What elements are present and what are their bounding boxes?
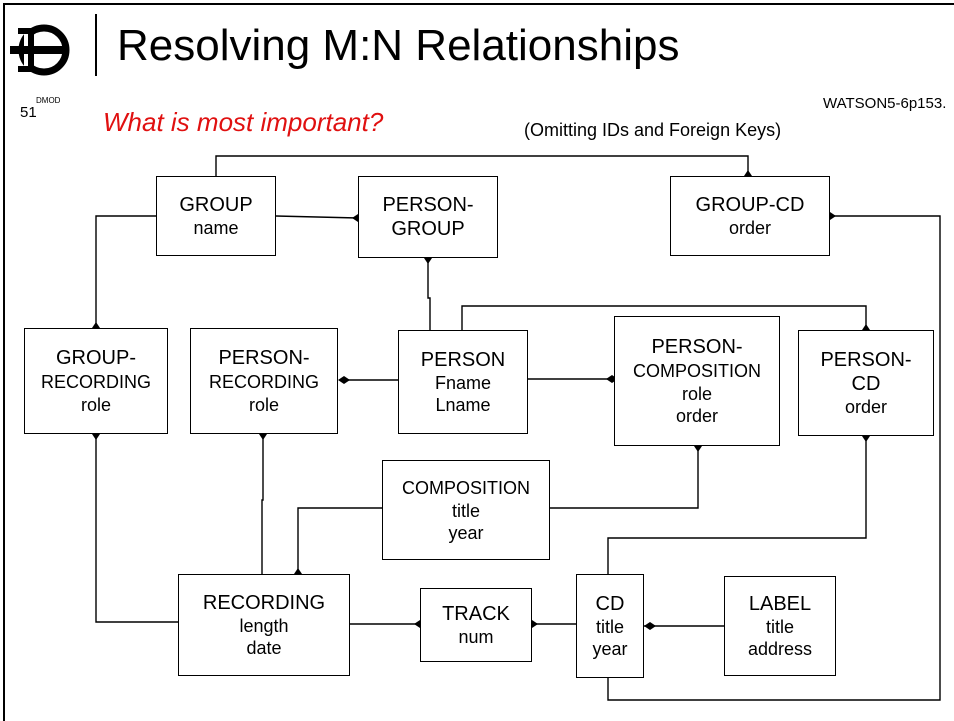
entity-recording-name: RECORDING [202,592,326,614]
entity-person-group-name: PERSON- [382,194,474,216]
entity-group-name: GROUP [179,194,253,216]
entity-person-composition[interactable]: PERSON- COMPOSITION role order [614,316,780,446]
entity-person-composition-name: COMPOSITION [632,361,761,381]
entity-person-recording-name: PERSON- [218,347,310,369]
entity-cd-name: CD [595,593,625,615]
entity-cd-attr: title [595,617,624,637]
entity-recording[interactable]: RECORDING length date [178,574,350,676]
entity-label-name: LABEL [748,593,812,615]
title-divider [95,14,97,76]
entity-person[interactable]: PERSON Fname Lname [398,330,528,434]
entity-person-recording[interactable]: PERSON- RECORDING role [190,328,338,434]
entity-cd[interactable]: CD title year [576,574,644,678]
entity-group-recording[interactable]: GROUP- RECORDING role [24,328,168,434]
line-group-grouprecording [95,215,156,328]
line-grouprecording-recording [95,434,178,623]
page-title: Resolving M:N Relationships [117,21,680,70]
entity-person-group[interactable]: PERSON- GROUP [358,176,498,258]
line-group-groupcd [215,155,749,176]
entity-group-recording-name: GROUP- [56,347,136,369]
entity-group[interactable]: GROUP name [156,176,276,256]
entity-person-group-name: GROUP [391,218,465,240]
entity-group-cd[interactable]: GROUP-CD order [670,176,830,256]
entity-group-attr: name [193,218,239,238]
entity-recording-attr: date [246,638,282,658]
line-group-persongroup [275,215,359,219]
entity-person-cd-name: PERSON- [820,349,912,371]
entity-person-recording-name: RECORDING [208,372,319,392]
slide-code: DMOD [36,96,61,105]
entity-person-attr: Fname [434,373,492,393]
entity-label-attr: address [747,639,813,659]
entity-cd-attr: year [592,639,628,659]
entity-person-cd[interactable]: PERSON- CD order [798,330,934,436]
entity-group-recording-name: RECORDING [40,372,151,392]
entity-label[interactable]: LABEL title address [724,576,836,676]
entity-composition[interactable]: COMPOSITION title year [382,460,550,560]
entity-track-name: TRACK [442,603,510,625]
slide-number: 51 [20,104,37,121]
entity-track[interactable]: TRACK num [420,588,532,662]
crowfoot-marker [644,622,656,630]
entity-group-cd-attr: order [728,218,772,238]
line-personcd-cd [607,436,867,574]
omission-note: (Omitting IDs and Foreign Keys) [524,120,782,140]
entity-person-attr: Lname [435,395,491,415]
line-composition-recording [297,507,382,574]
entity-label-attr: title [765,617,794,637]
slide-frame [3,3,954,721]
line-personrecording-recording [261,434,264,574]
crowfoot-marker [338,376,350,384]
entity-composition-name: COMPOSITION [401,478,530,498]
line-persongroup-person [427,258,431,330]
entity-person-composition-attr: order [675,406,719,426]
entity-track-attr: num [458,627,494,647]
line-personcomposition-composition [550,446,699,509]
entity-recording-attr: length [239,616,289,636]
reference-text: WATSON5-6p153. [823,95,947,112]
line-groupcd-cd [607,215,941,701]
entity-person-recording-attr: role [248,395,279,415]
entity-person-name: PERSON [420,349,506,371]
line-person-personcd [461,305,867,330]
entity-composition-attr: title [451,501,480,521]
logo-icon [10,24,70,76]
entity-person-composition-attr: role [681,384,712,404]
entity-person-composition-name: PERSON- [651,336,743,358]
entity-person-cd-name: CD [851,373,881,395]
question-heading: What is most important? [103,107,384,137]
entity-group-recording-attr: role [80,395,111,415]
entity-group-cd-name: GROUP-CD [695,194,805,216]
entity-composition-attr: year [448,523,484,543]
entity-person-cd-attr: order [844,397,888,417]
